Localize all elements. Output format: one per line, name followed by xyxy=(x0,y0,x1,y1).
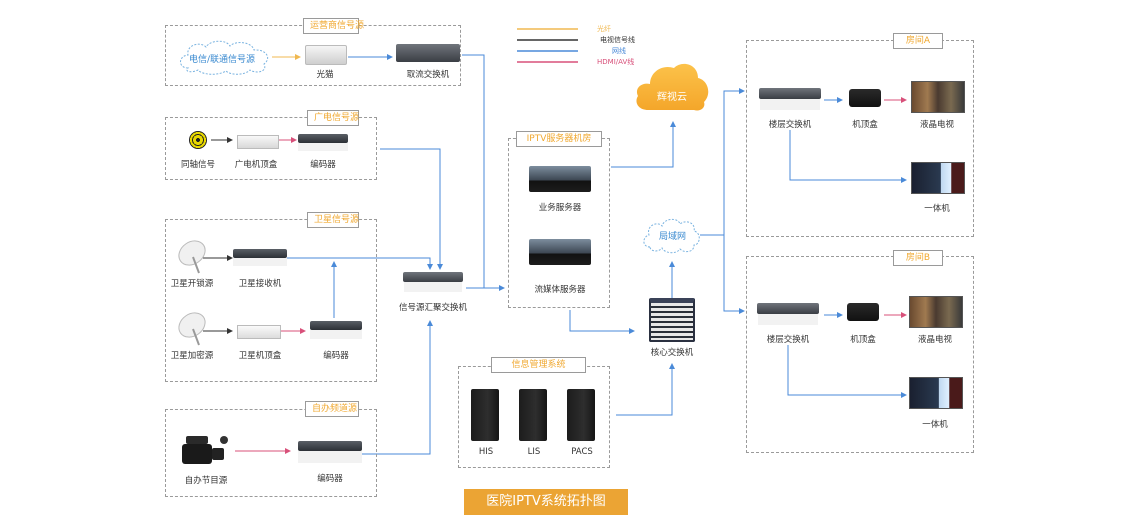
cloud-service-label: 辉视云 xyxy=(657,92,687,103)
group-title-satellite: 卫星信号源 xyxy=(307,212,359,228)
satellite-dish-encrypted-icon xyxy=(178,312,206,346)
fetch-switch-icon xyxy=(396,44,460,62)
wire-broadcast-to-agg xyxy=(380,148,443,270)
business-server-icon xyxy=(529,166,591,192)
group-selfmade xyxy=(165,409,377,497)
room-a-tv-icon xyxy=(911,81,965,113)
group-title-room-a: 房间A xyxy=(893,33,943,49)
room-b-floor-switch-base xyxy=(758,314,818,325)
label-room-b-tv: 液晶电视 xyxy=(917,335,953,345)
room-b-tv-icon xyxy=(909,296,963,328)
satellite-dish-open-icon xyxy=(178,240,206,274)
pacs-server-icon xyxy=(567,389,595,441)
room-a-aio-icon xyxy=(911,162,965,194)
wire-lan-to-room-a xyxy=(700,88,745,236)
broadcast-encoder-base xyxy=(298,143,348,151)
wire-fetch-switch-to-iptv xyxy=(462,54,505,291)
label-business-server: 业务服务器 xyxy=(538,203,582,213)
wire-info-to-core xyxy=(616,363,675,416)
legend-tv-signal: 电视信号线 xyxy=(600,36,635,44)
label-his: HIS xyxy=(478,447,494,457)
group-broadcast xyxy=(165,117,377,180)
satellite-encoder-base xyxy=(310,330,362,339)
label-room-b-floor-switch: 楼层交换机 xyxy=(766,335,810,345)
label-selfmade-source: 自办节目源 xyxy=(184,476,228,486)
selfmade-encoder-icon xyxy=(298,441,362,451)
room-b-aio-icon xyxy=(909,377,963,409)
label-pacs: PACS xyxy=(571,447,593,457)
diagram-title-banner: 医院IPTV系统拓扑图 xyxy=(464,489,628,515)
group-satellite xyxy=(165,219,377,382)
label-room-b-stb: 机顶盒 xyxy=(850,335,876,345)
cloud-service-icon xyxy=(636,63,709,111)
satellite-receiver-base xyxy=(233,258,287,266)
label-fetch-switch: 取流交换机 xyxy=(406,70,450,80)
group-title-info-system: 信息管理系统 xyxy=(491,357,586,373)
broadcast-stb-icon xyxy=(237,135,279,149)
wire-lan-to-room-b xyxy=(723,235,745,314)
legend-network: 网线 xyxy=(612,47,626,55)
wire-iptv-to-cloud xyxy=(611,121,676,168)
operator-cloud-icon xyxy=(180,40,269,75)
coax-signal-icon xyxy=(189,131,207,149)
label-coax-signal: 同轴信号 xyxy=(180,160,216,170)
label-selfmade-encoder: 编码器 xyxy=(317,474,343,484)
label-satellite-encoder: 编码器 xyxy=(323,351,349,361)
satellite-receiver-icon xyxy=(233,249,287,258)
his-server-icon xyxy=(471,389,499,441)
streaming-server-icon xyxy=(529,239,591,265)
label-optical-modem: 光猫 xyxy=(316,70,334,80)
lan-label: 局域网 xyxy=(659,232,687,242)
label-room-a-stb: 机顶盒 xyxy=(852,120,878,130)
label-satellite-open: 卫星开锁源 xyxy=(170,279,214,289)
label-aggregation-switch: 信号源汇聚交换机 xyxy=(398,303,468,313)
selfmade-encoder-base xyxy=(298,451,362,463)
satellite-stb-icon xyxy=(237,325,281,339)
group-room-a xyxy=(746,40,974,237)
label-broadcast-encoder: 编码器 xyxy=(310,160,336,170)
room-b-stb-icon xyxy=(847,303,879,321)
room-a-stb-icon xyxy=(849,89,881,107)
room-b-floor-switch-icon xyxy=(757,303,819,314)
wire-iptv-to-core xyxy=(569,310,635,334)
lis-server-icon xyxy=(519,389,547,441)
label-broadcast-stb: 广电机顶盒 xyxy=(234,160,278,170)
group-title-iptv-room: IPTV服务器机房 xyxy=(516,131,602,147)
group-title-broadcast: 广电信号源 xyxy=(307,110,359,126)
label-core-switch: 核心交换机 xyxy=(650,348,694,358)
label-streaming-server: 流媒体服务器 xyxy=(534,285,586,295)
lan-cloud-icon xyxy=(643,218,700,254)
operator-cloud-label: 电信/联通信号源 xyxy=(189,55,256,65)
label-room-a-tv: 液晶电视 xyxy=(919,120,955,130)
room-a-floor-switch-base xyxy=(760,99,820,110)
label-lis: LIS xyxy=(527,447,541,457)
group-title-room-b: 房间B xyxy=(893,250,943,266)
aggregation-switch-base xyxy=(404,282,462,292)
room-a-floor-switch-icon xyxy=(759,88,821,99)
satellite-encoder-icon xyxy=(310,321,362,330)
broadcast-encoder-icon xyxy=(298,134,348,143)
core-switch-icon xyxy=(649,298,695,342)
label-room-a-floor-switch: 楼层交换机 xyxy=(768,120,812,130)
label-satellite-receiver: 卫星接收机 xyxy=(238,279,282,289)
video-camera-icon xyxy=(182,436,228,464)
legend-fiber: 光纤 xyxy=(597,25,611,33)
label-room-a-aio: 一体机 xyxy=(924,204,950,214)
aggregation-switch-icon xyxy=(403,272,463,282)
group-room-b xyxy=(746,256,974,453)
label-satellite-stb: 卫星机顶盒 xyxy=(238,351,282,361)
legend-hdmi: HDMI/AV线 xyxy=(597,58,635,66)
group-title-selfmade: 自办频道源 xyxy=(305,401,359,417)
label-satellite-encrypted: 卫星加密源 xyxy=(170,351,214,361)
label-room-b-aio: 一体机 xyxy=(922,420,948,430)
group-title-operator: 运营商信号源 xyxy=(303,18,364,34)
optical-modem-icon xyxy=(305,45,347,65)
